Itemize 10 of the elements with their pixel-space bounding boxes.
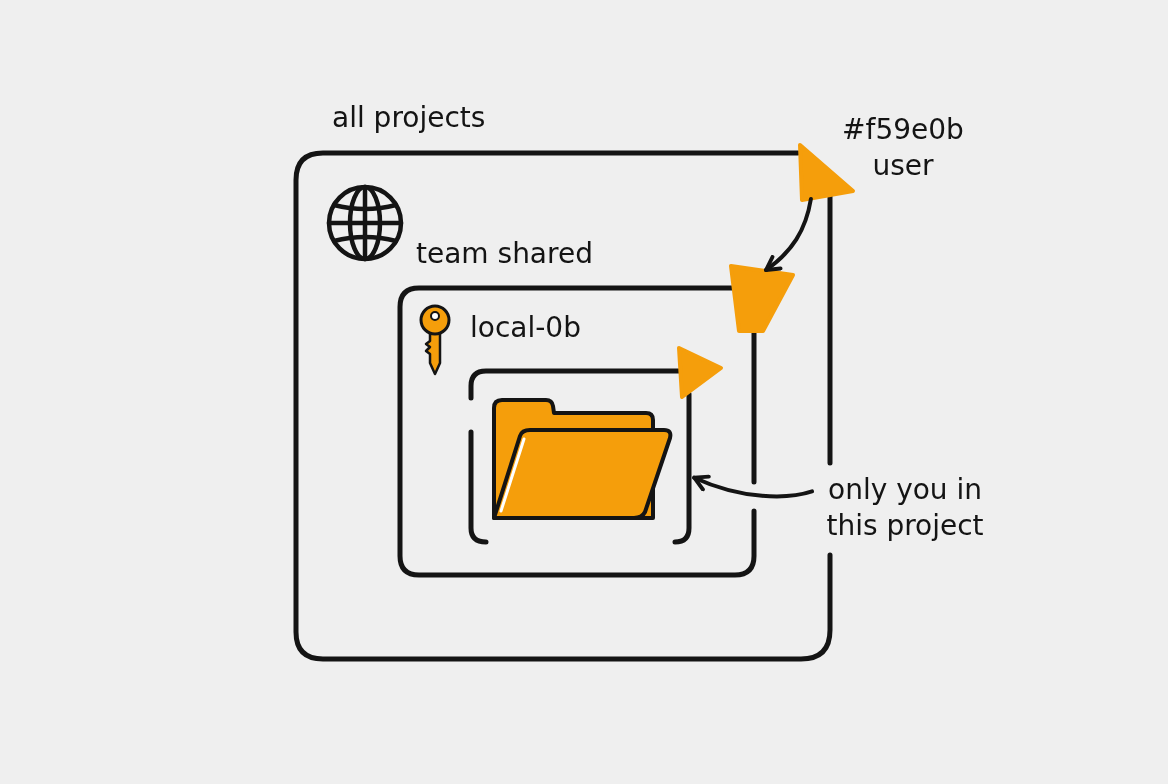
annotation-text: #f59e0b user <box>841 112 965 184</box>
triangle-marker <box>675 344 725 401</box>
annotation-text: only you in this project <box>812 472 998 544</box>
triangle-marker <box>796 141 858 205</box>
curved-arrow <box>764 197 813 272</box>
curved-arrow <box>692 474 814 499</box>
group-title: team shared <box>416 236 593 272</box>
triangle-marker <box>727 263 797 335</box>
group-title: all projects <box>332 100 486 136</box>
group-title: local-0b <box>470 310 581 346</box>
